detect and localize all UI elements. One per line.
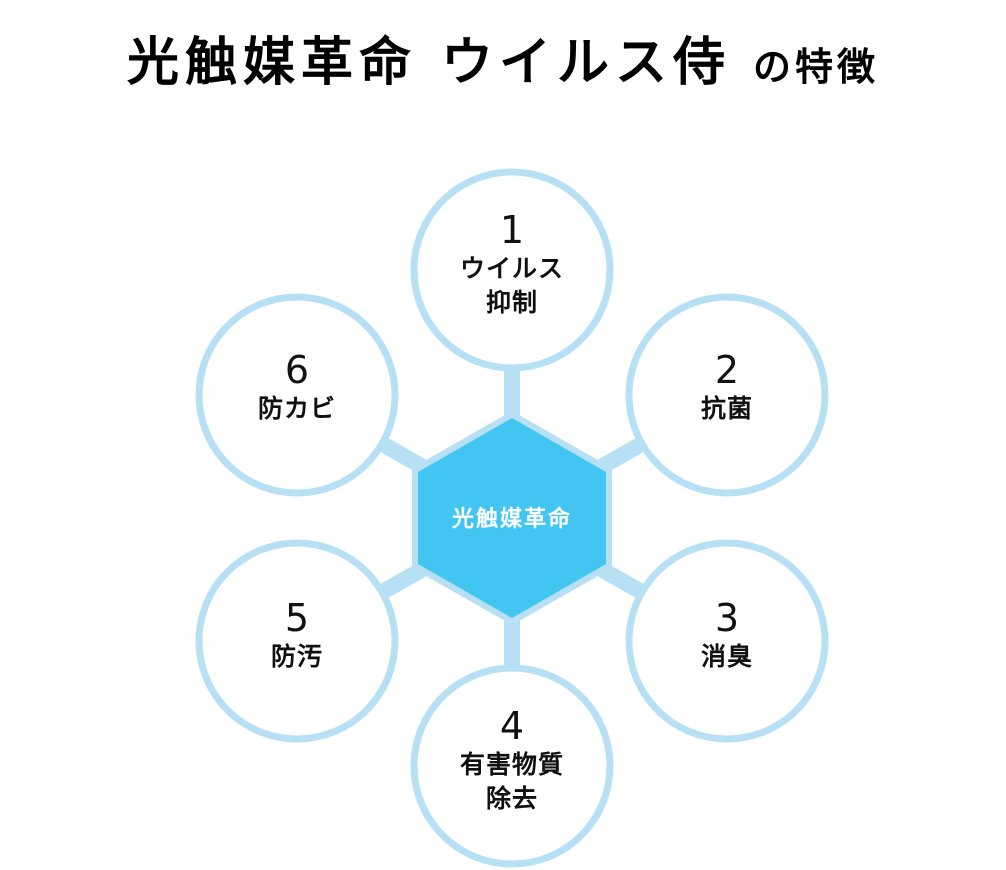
feature-circle-2 [625, 293, 829, 497]
feature-4: 4 有害物質 除去 [417, 704, 607, 816]
feature-1: 1 ウイルス 抑制 [417, 208, 607, 320]
feature-circle-1 [410, 168, 614, 372]
feature-5-label: 防汚 [270, 642, 323, 671]
feature-4-number: 4 [499, 704, 525, 748]
feature-circle-5 [195, 539, 399, 743]
feature-circle-3 [625, 539, 829, 743]
feature-3: 3 消臭 [632, 596, 822, 674]
feature-2-number: 2 [714, 348, 740, 392]
feature-2-label: 抗菌 [700, 394, 753, 423]
feature-1-label: ウイルス 抑制 [459, 254, 564, 317]
feature-6: 6 防カビ [202, 348, 392, 426]
title-suffix: の特徴 [753, 45, 880, 89]
page-title: 光触媒革命 ウイルス侍の特徴 [0, 18, 1006, 120]
feature-2: 2 抗菌 [632, 348, 822, 426]
feature-1-number: 1 [499, 208, 525, 252]
feature-3-number: 3 [714, 596, 740, 640]
feature-6-label: 防カビ [257, 394, 336, 423]
feature-6-number: 6 [284, 348, 310, 392]
title-main: 光触媒革命 ウイルス侍 [126, 33, 732, 93]
feature-circle-6 [195, 293, 399, 497]
feature-3-label: 消臭 [700, 642, 753, 671]
feature-4-label: 有害物質 除去 [459, 750, 564, 813]
feature-circle-4 [410, 664, 614, 868]
feature-5-number: 5 [284, 596, 310, 640]
feature-5: 5 防汚 [202, 596, 392, 674]
center-label: 光触媒革命 [451, 507, 572, 532]
center-hexagon [418, 418, 606, 618]
